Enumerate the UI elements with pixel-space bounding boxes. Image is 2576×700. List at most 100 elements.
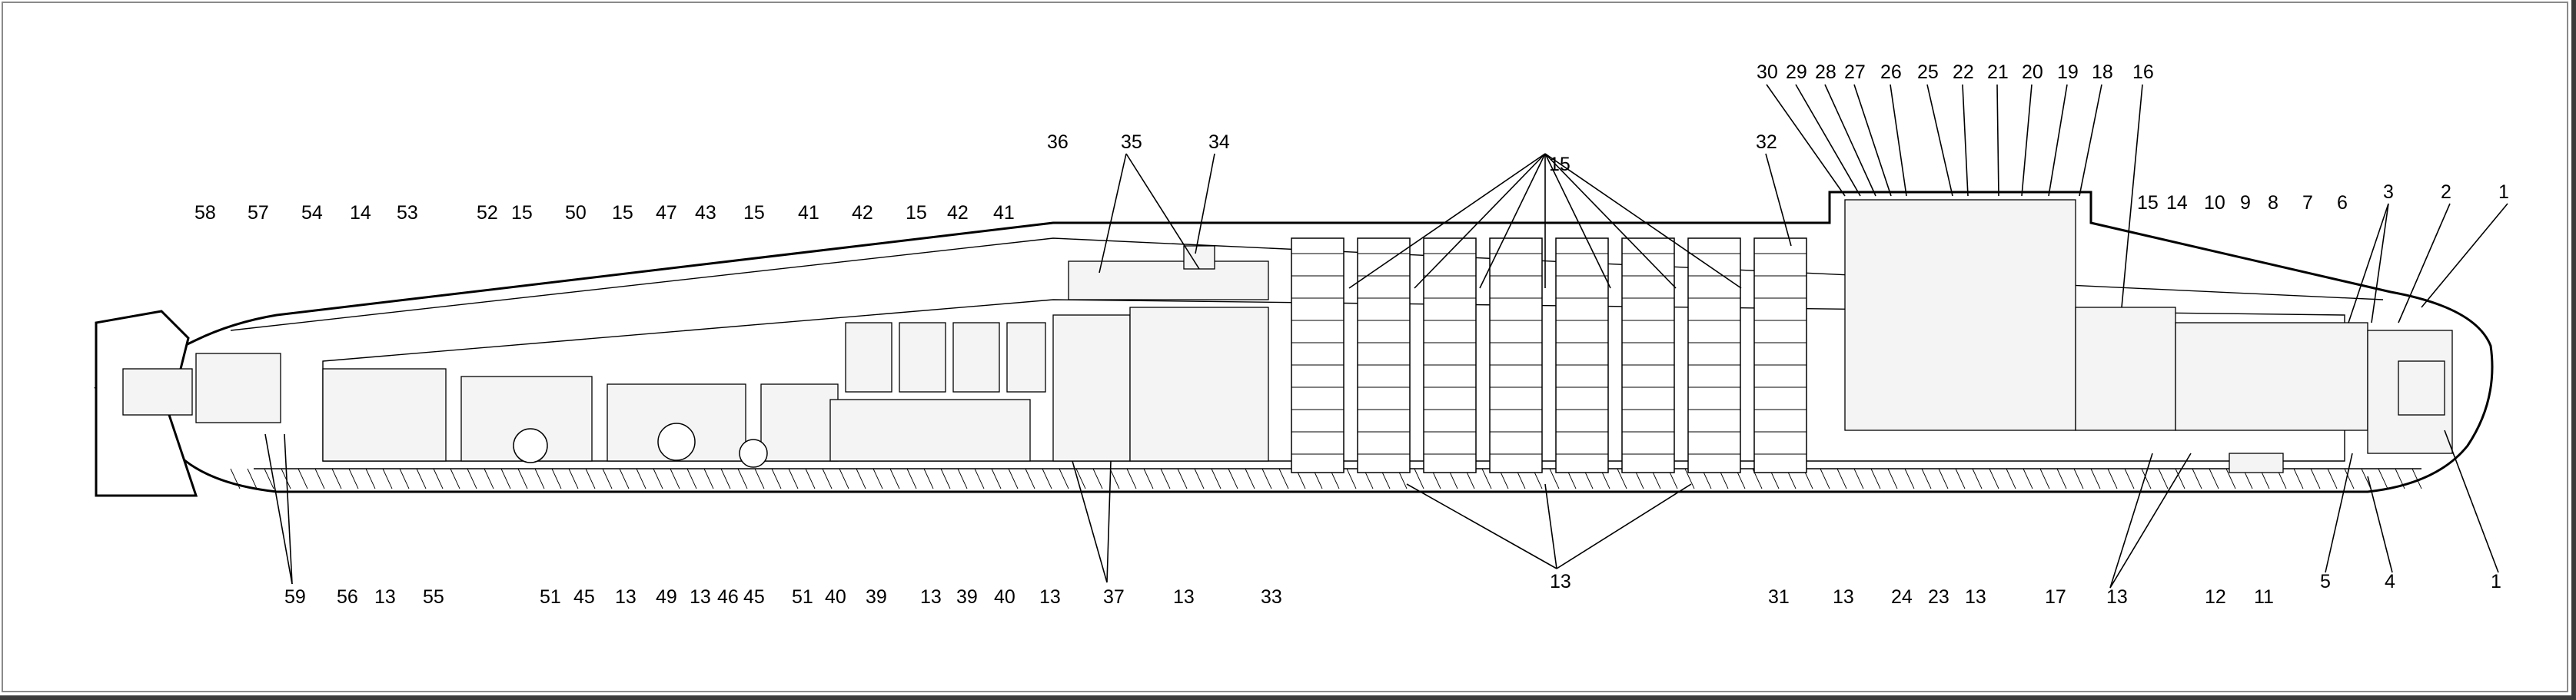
callout-45a: 45 [573, 586, 595, 608]
missile-tube [1621, 237, 1675, 473]
leader-16 [2121, 84, 2143, 308]
callout-24: 24 [1891, 586, 1913, 608]
leader-2 [2398, 203, 2451, 323]
callout-35: 35 [1121, 131, 1142, 153]
sail-structure [1068, 260, 1269, 300]
leader-30 [1766, 84, 1846, 197]
leader-3a [2348, 203, 2389, 323]
control-room-block [1844, 199, 2076, 431]
tank-42b [952, 322, 1000, 393]
callout-15b: 15 [511, 202, 533, 224]
stern-section [95, 310, 281, 497]
callout-16: 16 [2132, 61, 2154, 83]
callout-3: 3 [2383, 181, 2394, 203]
compartment-33 [1129, 307, 1269, 462]
leader-1-top [2421, 203, 2508, 308]
tank-41b [1006, 322, 1046, 393]
callout-55: 55 [423, 586, 444, 608]
missile-tube [1555, 237, 1609, 473]
callout-13a: 13 [374, 586, 396, 608]
leader-18 [2079, 84, 2102, 197]
leader-15-1 [1348, 153, 1546, 289]
stern-machinery [122, 368, 193, 416]
callout-12: 12 [2205, 586, 2226, 608]
callout-18: 18 [2092, 61, 2113, 83]
leader-35-1 [1099, 153, 1127, 274]
leader-32 [1765, 153, 1792, 247]
callout-50: 50 [565, 202, 587, 224]
leader-5 [2325, 453, 2353, 573]
callout-29: 29 [1786, 61, 1807, 83]
callout-49: 49 [656, 586, 677, 608]
compartment-10 [2175, 322, 2368, 431]
leader-13j-2 [2109, 453, 2192, 589]
callout-7: 7 [2302, 192, 2313, 214]
leader-28 [1824, 84, 1876, 197]
leader-13-3 [1556, 483, 1692, 569]
callout-40a: 40 [825, 586, 846, 608]
callout-45b: 45 [743, 586, 765, 608]
callout-15c: 15 [612, 202, 633, 224]
missile-tube [1753, 237, 1807, 473]
callout-15d: 15 [743, 202, 765, 224]
leader-22 [1962, 84, 1969, 197]
callout-22: 22 [1953, 61, 1974, 83]
leader-15-3 [1479, 153, 1546, 289]
motor-circle-2 [657, 423, 696, 461]
callout-59: 59 [284, 586, 306, 608]
callout-11: 11 [2254, 586, 2274, 608]
callout-37: 37 [1103, 586, 1125, 608]
callout-42a: 42 [852, 202, 873, 224]
leader-15-7 [1544, 153, 1742, 289]
callout-13h: 13 [1833, 586, 1854, 608]
leader-27 [1853, 84, 1892, 197]
callout-41b: 41 [993, 202, 1015, 224]
callout-13c: 13 [690, 586, 711, 608]
leader-20 [2021, 84, 2033, 197]
callout-13-center: 13 [1550, 571, 1571, 592]
missile-tube [1291, 237, 1345, 473]
callout-1-top: 1 [2498, 181, 2509, 203]
callout-15e: 15 [906, 202, 927, 224]
missile-tube [1489, 237, 1543, 473]
callout-53: 53 [397, 202, 418, 224]
callout-30: 30 [1757, 61, 1778, 83]
battery-12 [2229, 453, 2284, 473]
callout-25: 25 [1917, 61, 1939, 83]
callout-6: 6 [2337, 192, 2348, 214]
callout-34: 34 [1208, 131, 1230, 153]
callout-13d: 13 [920, 586, 942, 608]
forward-section [1844, 199, 2453, 473]
leader-13j-1 [2109, 453, 2153, 589]
leader-15-5 [1544, 153, 1611, 289]
callout-27: 27 [1844, 61, 1866, 83]
callout-13f: 13 [1173, 586, 1195, 608]
leader-15-2 [1414, 153, 1546, 289]
callout-51b: 51 [792, 586, 813, 608]
callout-56: 56 [337, 586, 358, 608]
leader-59-2 [284, 433, 293, 585]
callout-14b: 14 [2166, 192, 2188, 214]
leader-26 [1890, 84, 1907, 197]
callout-41a: 41 [798, 202, 819, 224]
leader-3b [2371, 203, 2389, 323]
callout-13b: 13 [615, 586, 637, 608]
machinery-block-1 [322, 368, 447, 462]
callout-5: 5 [2320, 571, 2331, 592]
callout-28: 28 [1815, 61, 1836, 83]
callout-21: 21 [1987, 61, 2009, 83]
engine-rooms [322, 307, 1269, 468]
callout-33: 33 [1261, 586, 1282, 608]
mast-housing [1183, 245, 1215, 270]
leader-59-1 [264, 433, 293, 585]
tank-41a [845, 322, 892, 393]
callout-4: 4 [2385, 571, 2395, 592]
leader-13-1 [1406, 483, 1557, 569]
callout-32: 32 [1756, 131, 1777, 153]
callout-14a: 14 [350, 202, 371, 224]
callout-8: 8 [2268, 192, 2279, 214]
callout-39b: 39 [956, 586, 978, 608]
stern-compartment [195, 353, 281, 423]
